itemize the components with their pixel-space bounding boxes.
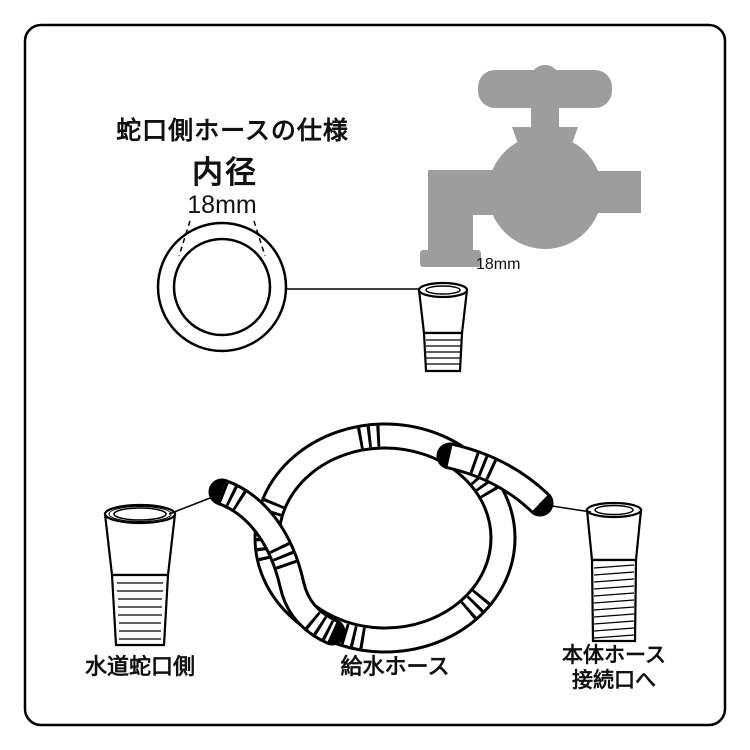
inner-diameter-value: 18mm	[187, 191, 257, 219]
label-faucet-side: 水道蛇口側	[84, 654, 195, 679]
faucet-connector-icon	[417, 281, 469, 373]
label-unit-side: 本体ホース 接続口へ	[545, 644, 683, 694]
inner-diameter-label: 内径	[192, 155, 258, 190]
label-unit-side-line1: 本体ホース	[562, 644, 666, 667]
diagram-border	[23, 23, 727, 727]
unit-side-connector-icon	[585, 501, 643, 643]
faucet-diameter-value: 18mm	[476, 256, 521, 273]
inner-diameter-ring-icon	[156, 220, 288, 353]
pointer-line-left	[168, 492, 224, 515]
faucet-side-connector-icon	[103, 503, 177, 647]
label-hose: 給水ホース	[340, 654, 450, 679]
faucet-icon	[420, 65, 641, 267]
spec-title: 蛇口側ホースの仕様	[116, 117, 349, 145]
pointer-line-right	[538, 503, 592, 513]
label-unit-side-line2: 接続口へ	[572, 668, 656, 692]
supply-hose-icon	[208, 422, 554, 654]
